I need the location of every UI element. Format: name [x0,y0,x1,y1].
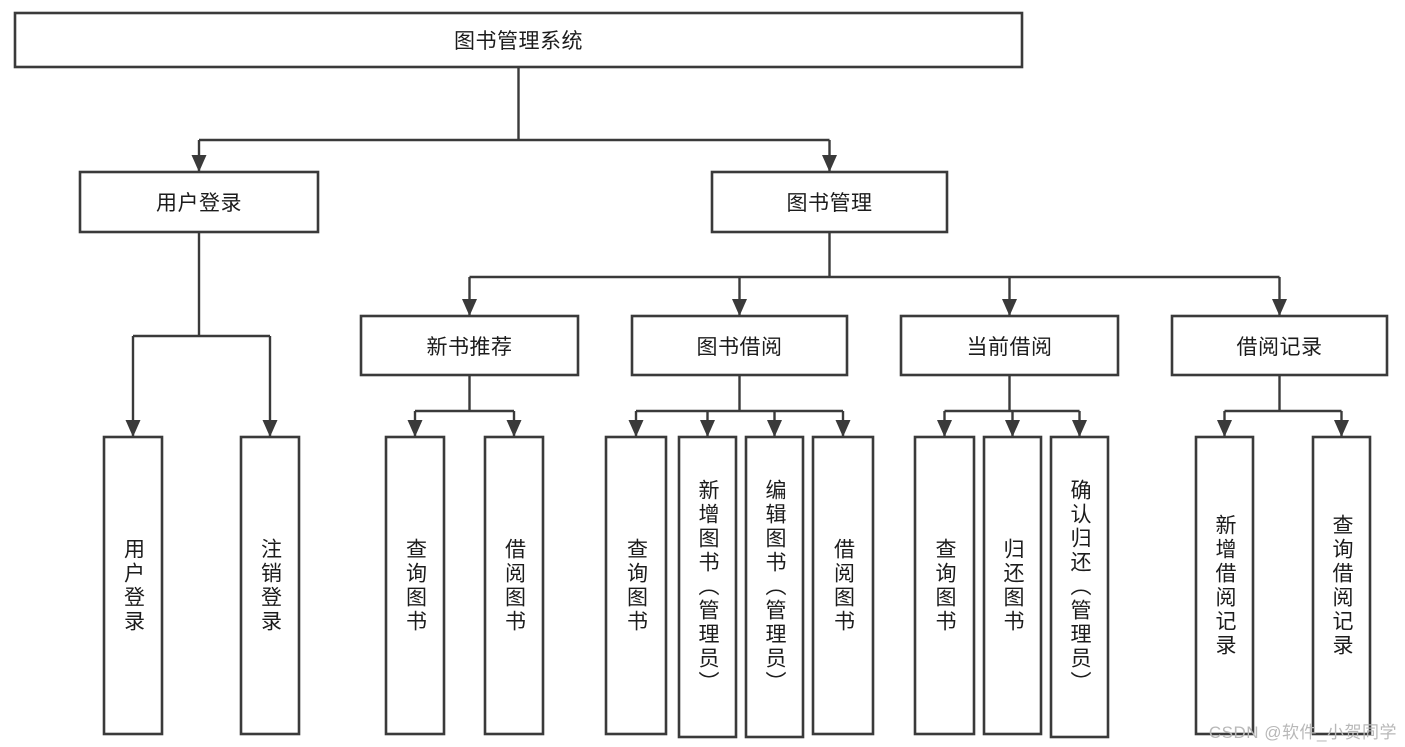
node-box-leaf_6[interactable] [744,435,805,739]
arrow-head-icon [732,299,747,316]
node-box-leaf_3[interactable] [483,435,545,736]
boxes-layer [13,11,1389,739]
node-box-root[interactable] [13,11,1024,69]
node-box-leaf_9[interactable] [982,435,1043,736]
arrow-head-icon [1072,420,1087,437]
node-box-l2_1[interactable] [630,314,849,377]
arrow-head-icon [1334,420,1349,437]
arrow-head-icon [822,155,837,172]
arrow-head-icon [628,420,644,437]
node-box-l1_1[interactable] [710,170,949,234]
node-box-leaf_5[interactable] [677,435,738,739]
arrow-head-icon [191,155,207,172]
node-box-leaf_11[interactable] [1194,435,1255,736]
node-box-leaf_1[interactable] [239,435,301,736]
arrow-head-icon [767,420,782,437]
node-box-leaf_2[interactable] [384,435,446,736]
node-box-leaf_7[interactable] [811,435,875,736]
watermark-text: CSDN @软件_小贺同学 [1208,723,1397,742]
edges-layer [125,67,1349,437]
node-box-l1_0[interactable] [78,170,320,234]
arrow-head-icon [1272,299,1287,316]
node-box-l2_0[interactable] [359,314,580,377]
arrow-head-icon [125,420,141,437]
arrow-head-icon [937,420,952,437]
arrow-head-icon [1005,420,1020,437]
arrow-head-icon [700,420,715,437]
node-box-leaf_0[interactable] [102,435,164,736]
arrow-head-icon [462,299,477,316]
arrow-head-icon [262,420,278,437]
node-box-l2_3[interactable] [1170,314,1389,377]
node-box-leaf_4[interactable] [604,435,668,736]
arrow-head-icon [1002,299,1017,316]
arrow-head-icon [1217,420,1232,437]
arrow-head-icon [835,420,851,437]
node-box-leaf_8[interactable] [913,435,976,736]
arrow-head-icon [506,420,522,437]
node-box-leaf_10[interactable] [1049,435,1110,739]
arrow-head-icon [407,420,423,437]
node-box-leaf_12[interactable] [1311,435,1372,736]
node-box-l2_2[interactable] [899,314,1120,377]
